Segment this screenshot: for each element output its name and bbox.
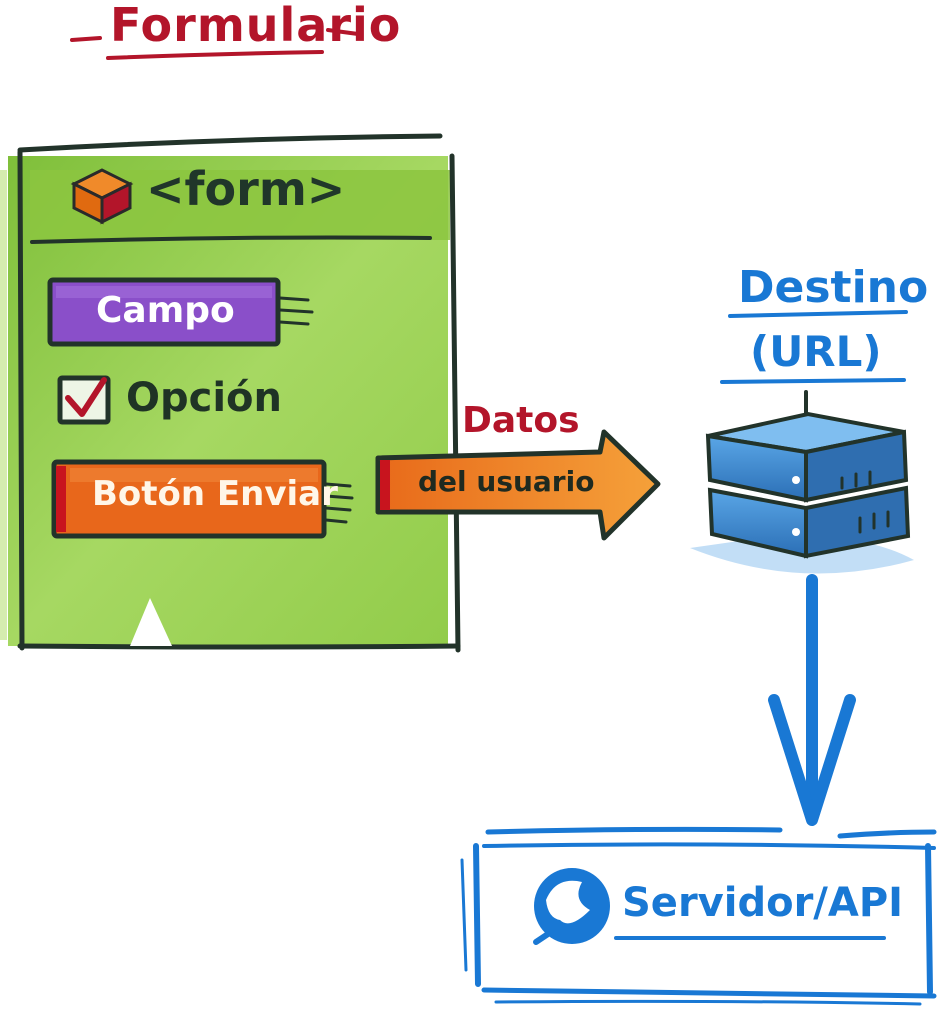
arrow-top-label: Datos xyxy=(462,400,580,441)
cube-icon xyxy=(70,168,134,225)
checkmark-icon xyxy=(65,377,107,417)
destination-underlines xyxy=(720,310,908,384)
form-tag-label: <form> xyxy=(146,162,346,216)
field-label: Campo xyxy=(96,290,235,331)
title-underline xyxy=(70,28,360,60)
arrow-inner-label: del usuario xyxy=(418,465,595,498)
submit-button-label: Botón Enviar xyxy=(92,474,338,514)
field-input[interactable] xyxy=(47,277,314,347)
down-arrow xyxy=(768,574,856,826)
submit-button[interactable] xyxy=(51,459,354,539)
destination-title: Destino xyxy=(738,262,929,313)
option-label: Opción xyxy=(126,375,283,421)
globe-icon xyxy=(533,868,610,945)
form-panel xyxy=(0,133,461,653)
server-stack-icon xyxy=(690,390,914,574)
data-flow-arrow xyxy=(375,429,661,541)
diagram-title: Formulario xyxy=(110,0,402,52)
server-box xyxy=(460,826,937,1006)
server-label: Servidor/API xyxy=(622,880,904,926)
option-checkbox[interactable] xyxy=(57,375,111,425)
destination-subtitle: (URL) xyxy=(750,327,882,376)
